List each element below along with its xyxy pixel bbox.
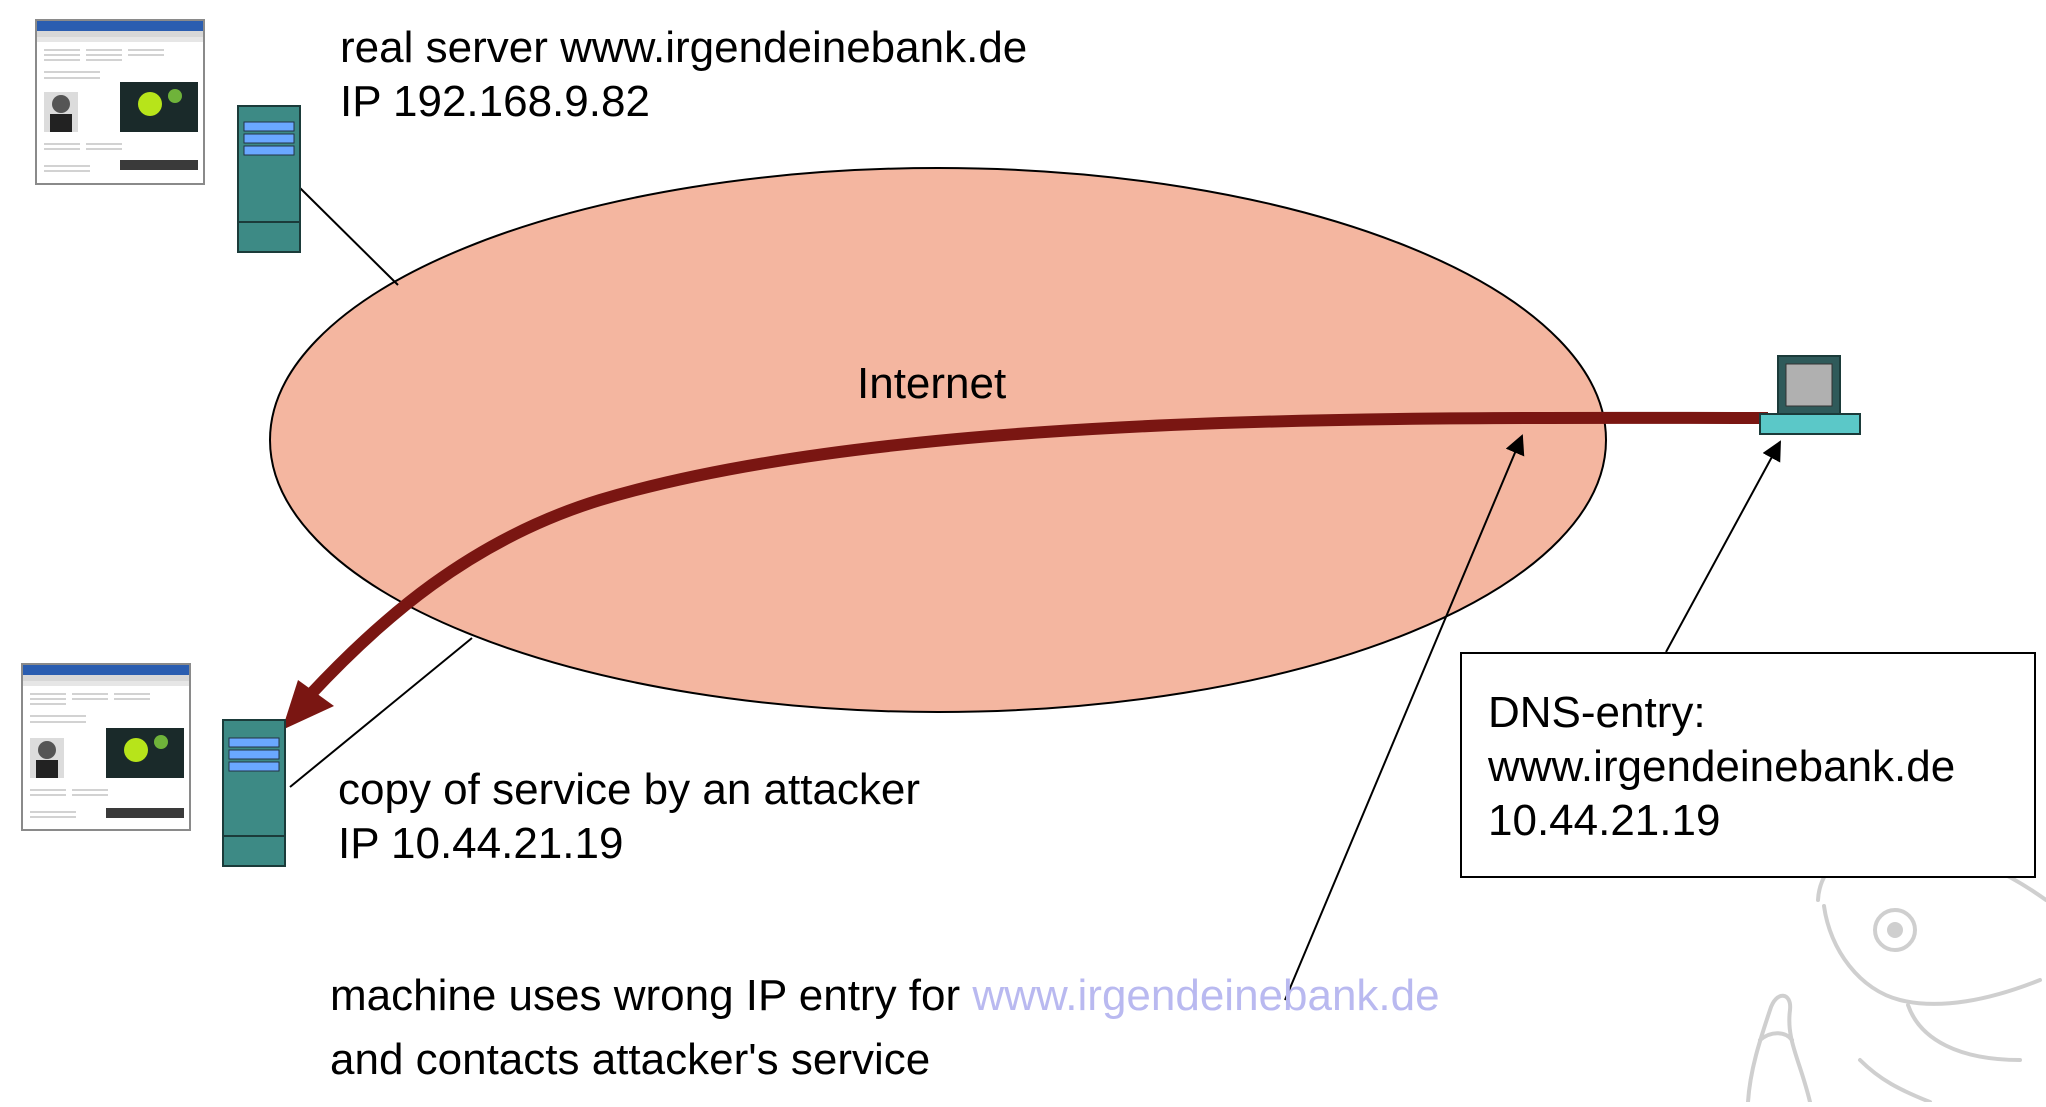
real-webpage-screenshot-icon — [35, 19, 205, 185]
dns-entry-ip: 10.44.21.19 — [1488, 796, 1721, 845]
redirect-arrow — [305, 411, 1769, 700]
caption-line-1: machine uses wrong IP entry for www.irge… — [330, 970, 1440, 1023]
real-server-icon — [237, 105, 301, 253]
dns-entry-host: www.irgendeinebank.de — [1488, 742, 1956, 791]
caption-line-1-text: machine uses wrong IP entry for — [330, 971, 973, 1020]
attacker-server-connector — [289, 637, 473, 788]
real-server-name: real server www.irgendeinebank.de — [340, 23, 1028, 72]
redirect-arrowhead — [282, 680, 334, 730]
dns-to-client-arrow — [1665, 440, 1781, 653]
real-server-ip: IP 192.168.9.82 — [340, 77, 650, 126]
attacker-webpage-screenshot-icon — [21, 663, 191, 831]
caption-line-2: and contacts attacker's service — [330, 1035, 931, 1084]
attacker-server-name: copy of service by an attacker — [338, 765, 921, 814]
dns-entry-box: DNS-entry: www.irgendeinebank.de 10.44.2… — [1460, 652, 2036, 878]
internet-label: Internet — [857, 359, 1007, 408]
mascot-watermark-icon — [1746, 845, 2046, 1104]
caption-highlight-host: www.irgendeinebank.de — [972, 971, 1440, 1020]
caption-to-path-arrow — [1284, 434, 1525, 1001]
dns-entry-title: DNS-entry: — [1488, 688, 1706, 737]
client-computer-icon — [1759, 355, 1861, 435]
real-server-connector — [297, 185, 399, 286]
attacker-server-icon — [222, 719, 286, 867]
attacker-server-ip: IP 10.44.21.19 — [338, 819, 624, 868]
